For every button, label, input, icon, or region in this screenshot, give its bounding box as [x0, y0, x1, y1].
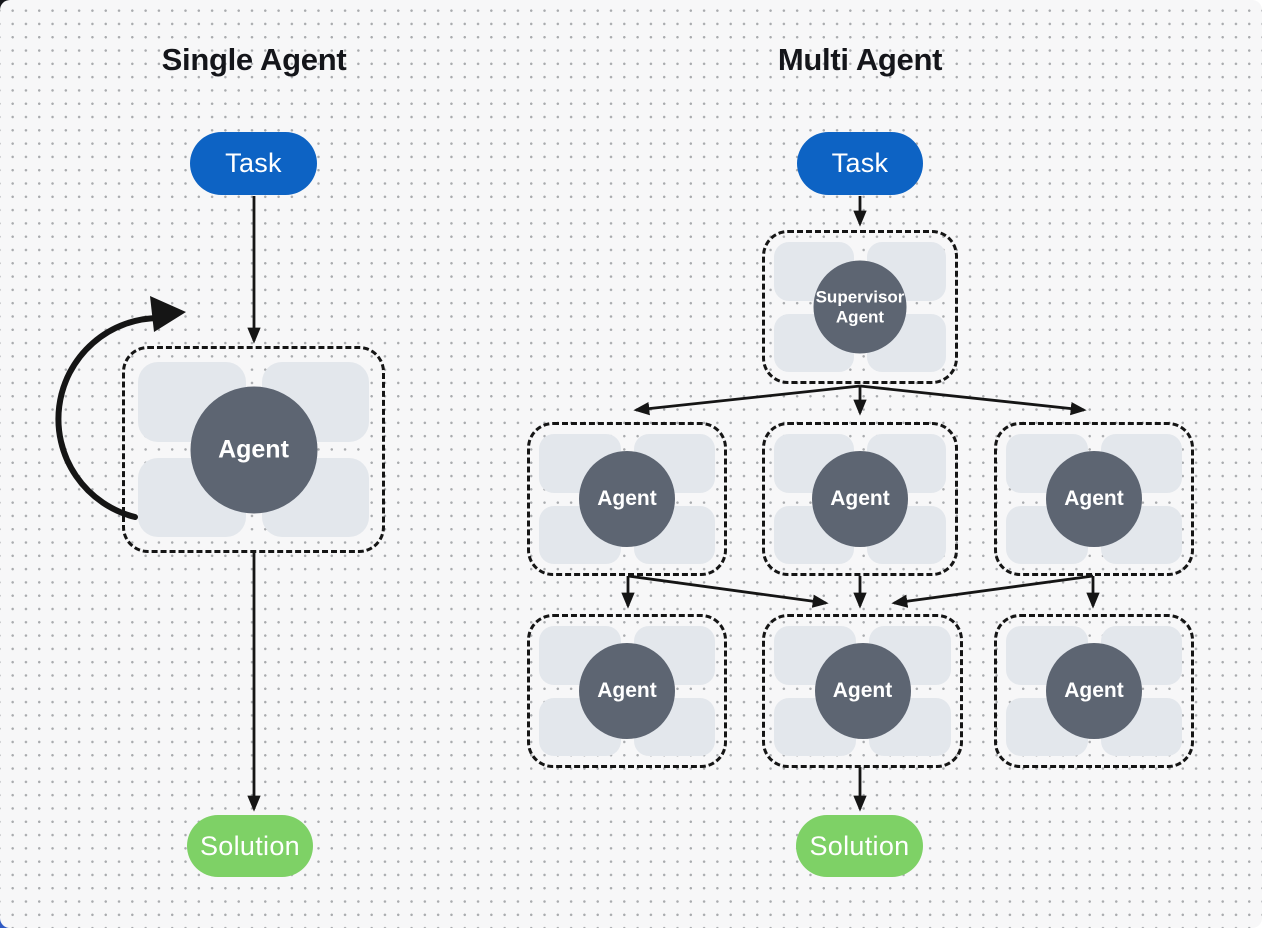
single-solution-label: Solution: [200, 830, 300, 861]
worker-agent-box-1: Agent: [527, 422, 727, 576]
worker-agent-circle-3: Agent: [1046, 451, 1142, 547]
single-task-node: Task: [190, 132, 317, 195]
worker-agent-circle-6: Agent: [1046, 643, 1142, 739]
single-agent-circle: Agent: [190, 386, 317, 513]
single-agent-label: Agent: [218, 435, 289, 463]
supervisor-agent-box: Supervisor Agent: [762, 230, 958, 384]
edge-agent3-to-agent5: [891, 574, 1094, 608]
multi-task-node: Task: [797, 132, 923, 195]
single-agent-title: Single Agent: [161, 42, 347, 77]
worker-agent-label-5: Agent: [832, 679, 893, 702]
agent-tiles: [530, 617, 724, 765]
multi-solution-label: Solution: [809, 830, 910, 861]
worker-agent-label-4: Agent: [597, 679, 657, 702]
multi-task-label: Task: [831, 148, 889, 178]
worker-agent-label-3: Agent: [1064, 487, 1124, 510]
worker-agent-circle-1: Agent: [579, 451, 675, 547]
edge-supervisor-to-agent-1: [633, 384, 861, 416]
worker-agent-circle-4: Agent: [579, 643, 675, 739]
worker-agent-circle-2: Agent: [812, 451, 908, 547]
single-solution-node: Solution: [187, 815, 313, 877]
worker-agent-box-5: Agent: [762, 614, 963, 768]
edge-agent1-to-agent5: [627, 574, 829, 608]
multi-solution-node: Solution: [796, 815, 923, 877]
single-agent-box: Agent: [122, 346, 385, 553]
worker-agent-box-4: Agent: [527, 614, 727, 768]
edge-supervisor-to-agent-3: [859, 384, 1087, 416]
worker-agent-box-6: Agent: [994, 614, 1194, 768]
multi-agent-title: Multi Agent: [777, 42, 943, 77]
worker-agent-label-1: Agent: [597, 487, 657, 510]
worker-agent-label-2: Agent: [830, 487, 890, 510]
single-task-label: Task: [225, 148, 282, 178]
loop-arrowhead-icon: [150, 296, 186, 332]
worker-agent-box-2: Agent: [762, 422, 958, 576]
worker-agent-box-3: Agent: [994, 422, 1194, 576]
supervisor-agent-circle: Supervisor Agent: [813, 260, 907, 354]
worker-agent-circle-5: Agent: [814, 643, 911, 739]
supervisor-agent-label: Supervisor Agent: [815, 287, 905, 326]
worker-agent-label-6: Agent: [1064, 679, 1124, 702]
